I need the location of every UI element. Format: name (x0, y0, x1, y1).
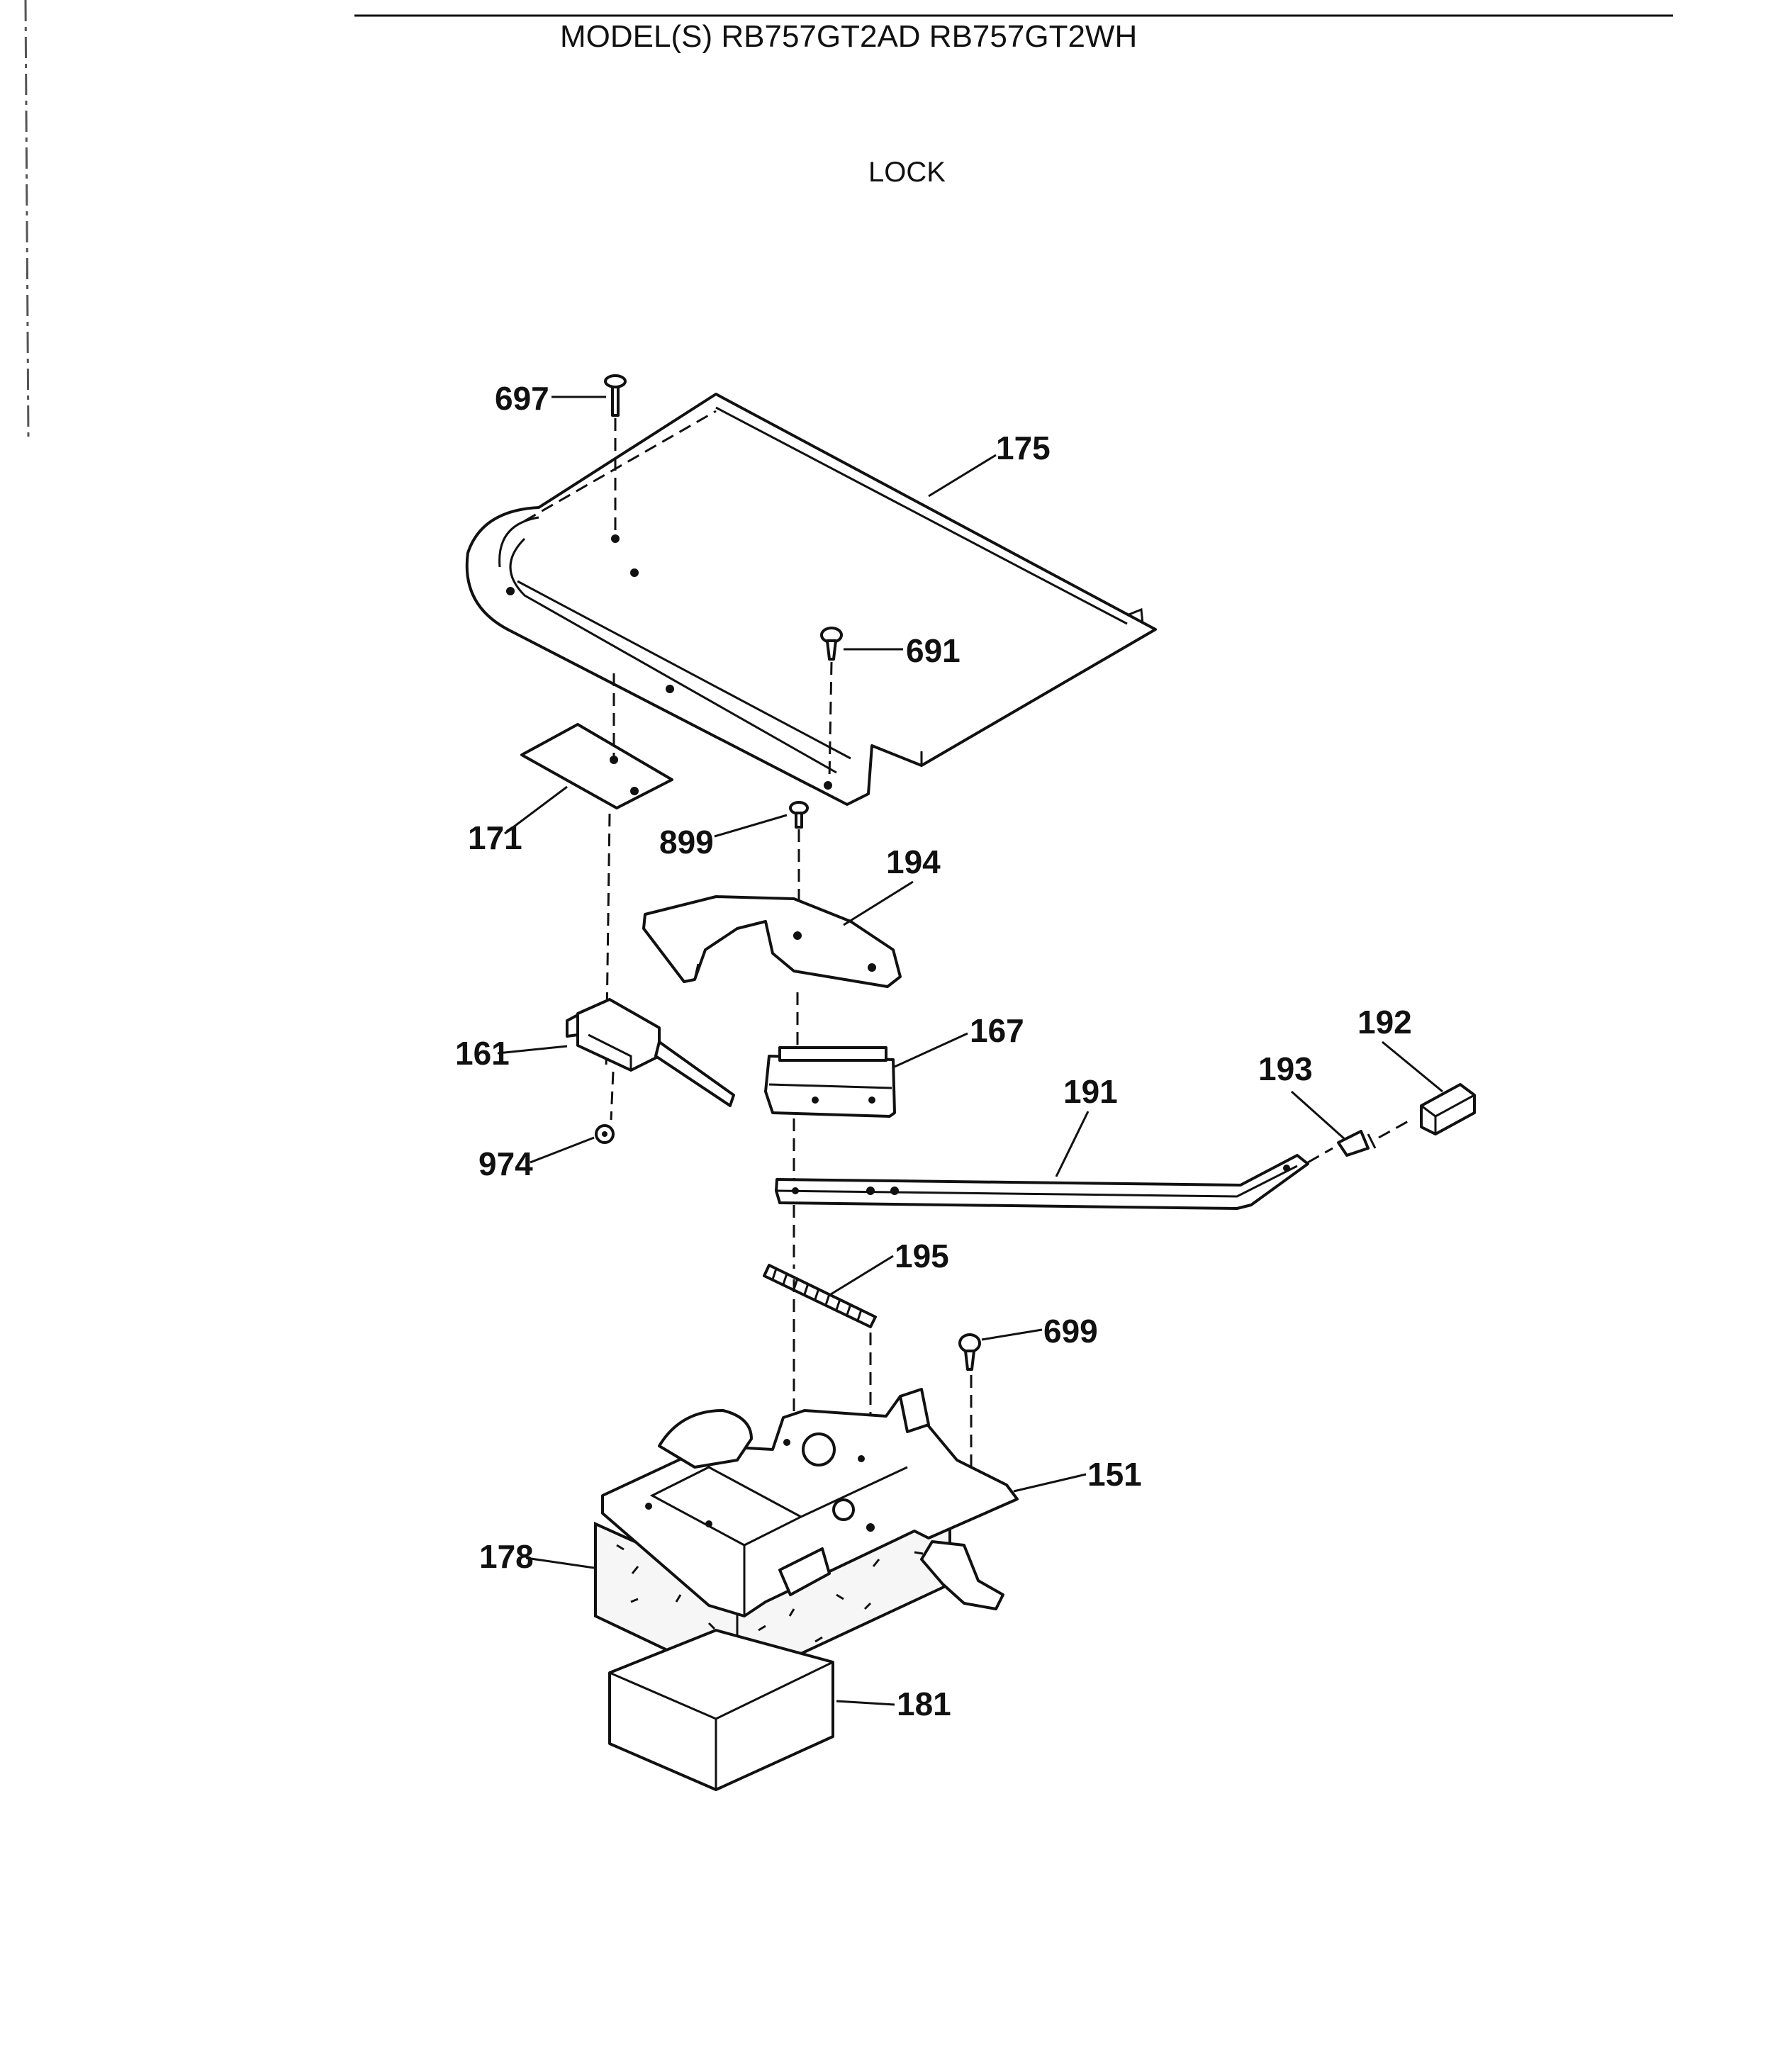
callout-171: 171 (468, 819, 522, 856)
callout-194: 194 (886, 843, 941, 880)
cap-192 (1420, 1083, 1476, 1135)
leader-175 (928, 454, 997, 498)
screw-691 (820, 627, 843, 780)
callout-167: 167 (970, 1012, 1024, 1049)
model-line: MODEL(S) RB757GT2AD RB757GT2WH (560, 19, 1137, 54)
callout-192: 192 (1357, 1004, 1412, 1041)
bracket-194 (642, 895, 902, 1056)
leader-192 (1382, 1041, 1443, 1093)
box-181 (608, 1629, 834, 1791)
callout-974: 974 (478, 1145, 533, 1182)
leader-161 (497, 1045, 568, 1055)
leader-899 (714, 814, 788, 838)
lock-mechanism-151 (601, 1388, 1019, 1617)
leader-178 (525, 1557, 595, 1569)
callout-691: 691 (906, 632, 961, 669)
callout-193: 193 (1258, 1050, 1313, 1087)
leader-171 (504, 785, 568, 835)
clip-193 (1337, 1118, 1411, 1157)
callout-699: 699 (1043, 1313, 1098, 1350)
leader-167 (894, 1032, 968, 1068)
screw-699 (958, 1333, 981, 1481)
leader-699 (981, 1328, 1043, 1341)
callout-151: 151 (1087, 1456, 1142, 1493)
leader-151 (1013, 1473, 1087, 1493)
leader-194 (843, 880, 914, 926)
callout-175: 175 (996, 430, 1051, 466)
callout-697: 697 (495, 380, 549, 417)
callout-195: 195 (895, 1238, 949, 1274)
leader-191 (1055, 1111, 1090, 1177)
screw-697 (604, 374, 627, 533)
callout-178: 178 (479, 1538, 534, 1575)
nut-974 (595, 1124, 615, 1144)
lock-cover (465, 393, 1157, 806)
callout-899: 899 (659, 824, 714, 860)
callout-181: 181 (897, 1686, 951, 1722)
block-167 (764, 1046, 896, 1180)
callout-161: 161 (455, 1035, 510, 1072)
switch-161 (566, 998, 735, 1121)
leader-195 (830, 1255, 894, 1296)
leader-181 (836, 1700, 895, 1706)
section-title: LOCK (868, 157, 946, 188)
link-bar-191 (775, 1147, 1333, 1269)
leader-974 (530, 1136, 595, 1164)
callout-191: 191 (1063, 1073, 1118, 1110)
leader-193 (1290, 1090, 1347, 1141)
plate-171 (520, 673, 673, 1071)
scan-edge-mark (24, 0, 30, 440)
